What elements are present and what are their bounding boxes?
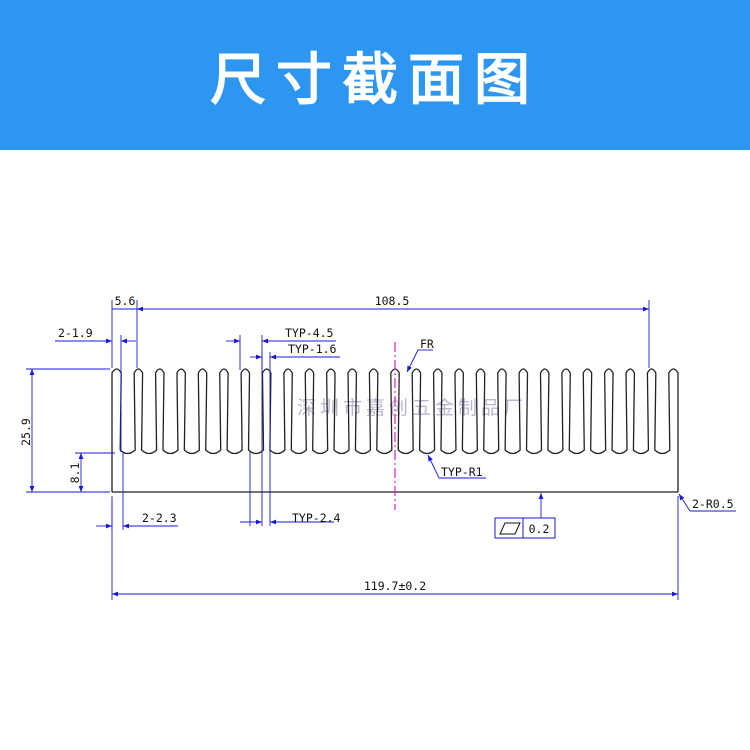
dim-fin-gap: TYP-2.4 xyxy=(292,511,341,525)
dim-fin-thickness: TYP-1.6 xyxy=(288,342,337,356)
dim-fin-pitch: TYP-4.5 xyxy=(285,326,333,340)
dim-edge-offset: 5.6 xyxy=(115,294,136,308)
dim-edge-fin-thickness: 2-1.9 xyxy=(58,326,93,340)
dim-fillet-label: FR xyxy=(420,337,434,351)
watermark-text: 深圳市嘉创五金制品厂 xyxy=(297,397,527,419)
dim-fin-span: 108.5 xyxy=(375,294,410,308)
dim-root-radius: TYP-R1 xyxy=(441,465,483,479)
dim-height: 25.9 xyxy=(19,418,33,446)
flatness-value: 0.2 xyxy=(529,522,550,536)
dim-edge-gap: 2-2.3 xyxy=(142,511,177,525)
title-banner: 尺寸截面图 xyxy=(0,0,750,150)
dim-base-thickness: 8.1 xyxy=(68,463,82,484)
dim-total-width: 119.7±0.2 xyxy=(364,579,426,593)
dim-corner-radius: 2-R0.5 xyxy=(692,497,734,511)
flatness-symbol-icon xyxy=(499,522,521,535)
page-title: 尺寸截面图 xyxy=(210,47,540,113)
cross-section-drawing: 深圳市嘉创五金制品厂 xyxy=(19,294,736,600)
flatness-tolerance-frame: 0.2 xyxy=(494,517,556,539)
